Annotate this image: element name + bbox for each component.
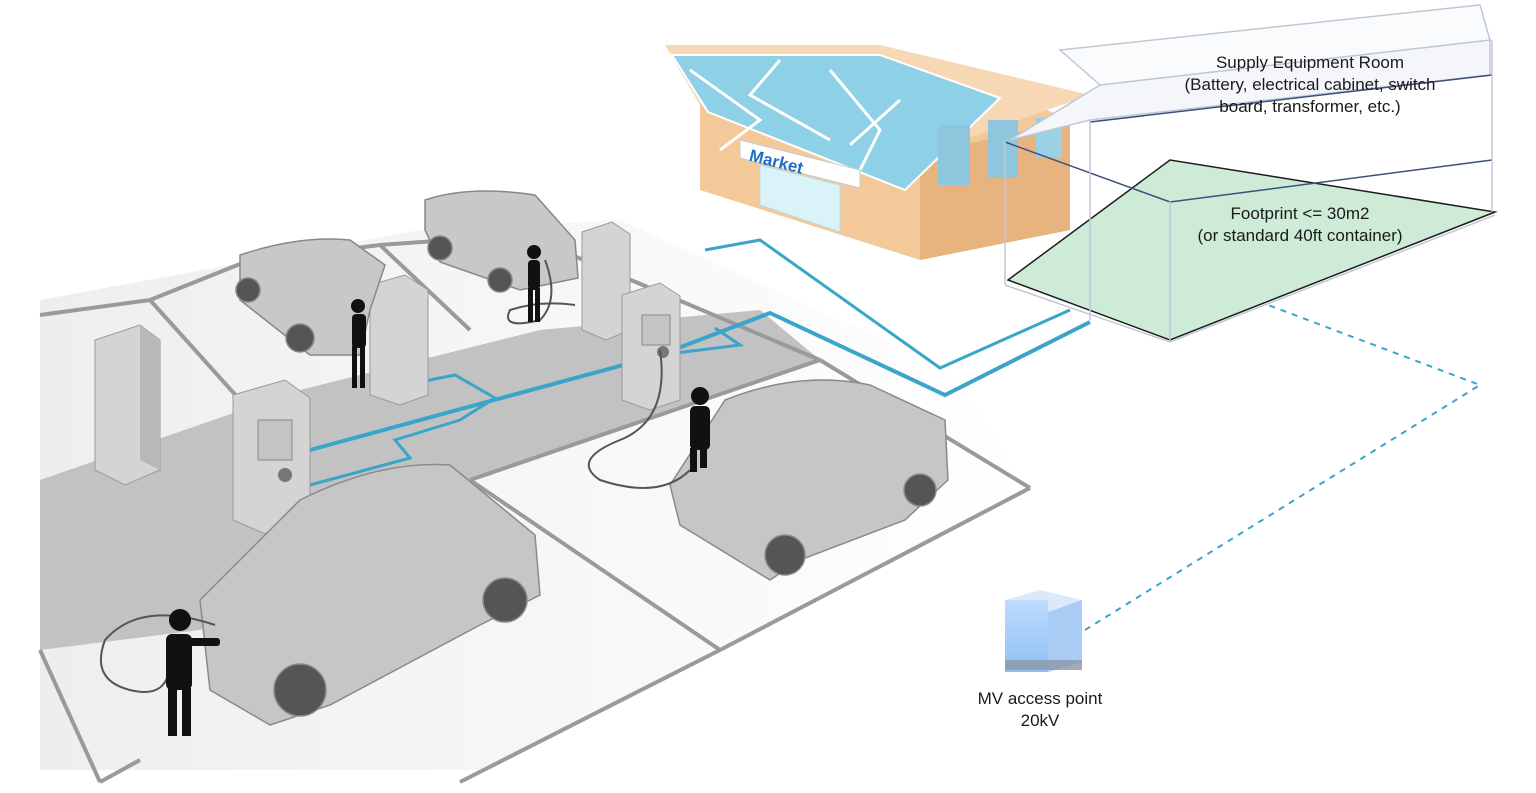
supply-room-label: Supply Equipment Room (Battery, electric…	[1130, 52, 1490, 118]
market-door	[759, 164, 841, 233]
market-sign-board	[739, 139, 861, 189]
charging-cable	[100, 259, 691, 693]
supply-room-detail-line2: board, transformer, etc.)	[1219, 97, 1401, 116]
footprint-line1: Footprint <= 30m2	[1230, 204, 1370, 223]
footprint-area	[1006, 159, 1498, 341]
car	[199, 463, 541, 726]
supply-equipment-room	[1004, 4, 1498, 343]
charging-post	[621, 282, 681, 411]
supply-room-detail-line1: (Battery, electrical cabinet, switch	[1184, 75, 1436, 94]
charging-post	[369, 274, 429, 406]
person	[351, 299, 366, 388]
person	[166, 609, 220, 736]
footprint-line2: (or standard 40ft container)	[1197, 226, 1403, 245]
supply-room-title: Supply Equipment Room	[1215, 53, 1405, 72]
mv-access-point	[1005, 590, 1082, 672]
mv-access-line2: 20kV	[1020, 711, 1060, 730]
mv-access-line1: MV access point	[977, 689, 1103, 708]
person	[690, 387, 710, 472]
person	[527, 245, 541, 322]
cable-network	[309, 238, 1483, 631]
market-window	[938, 125, 970, 185]
car	[669, 379, 949, 581]
market-building	[665, 45, 1090, 260]
charging-post	[94, 324, 161, 486]
car	[235, 238, 386, 356]
mv-access-label: MV access point 20kV	[960, 688, 1120, 732]
footprint-label: Footprint <= 30m2 (or standard 40ft cont…	[1150, 203, 1450, 247]
room-top	[1058, 4, 1491, 86]
market-window	[988, 120, 1018, 178]
